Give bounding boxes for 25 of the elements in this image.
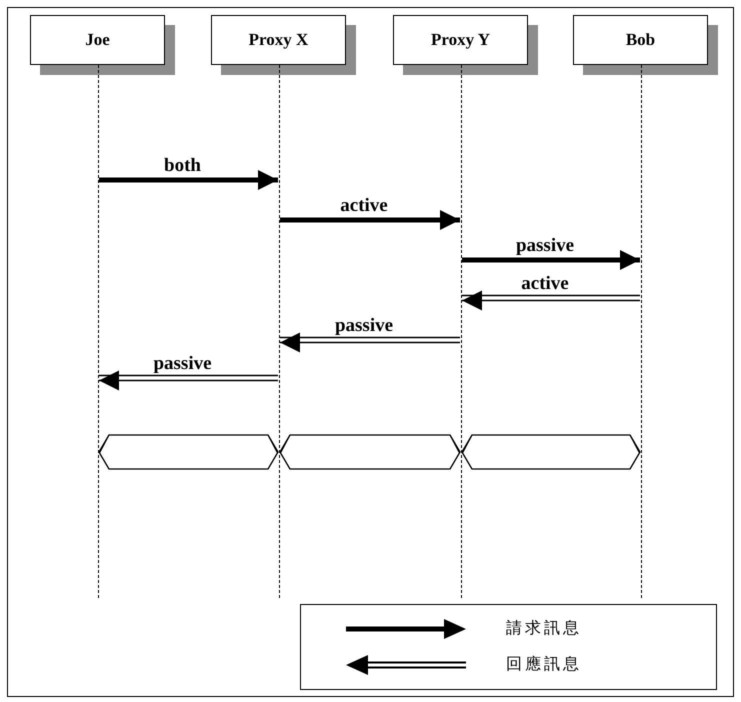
participant-box bbox=[211, 15, 346, 65]
participant-box bbox=[393, 15, 528, 65]
edge-label: passive bbox=[514, 236, 576, 256]
lifeline bbox=[278, 65, 280, 598]
participant-name: Bob bbox=[626, 29, 656, 52]
participant-name: Proxy Y bbox=[430, 29, 490, 52]
arrow bbox=[99, 170, 278, 190]
participant-box bbox=[30, 15, 165, 65]
edge-label: passive bbox=[151, 354, 214, 374]
arrow bbox=[280, 210, 460, 230]
participant-box bbox=[573, 15, 708, 65]
double-headed-arrow bbox=[98, 434, 279, 470]
arrow bbox=[279, 332, 461, 352]
participant-name: Joe bbox=[85, 29, 110, 52]
legend-label: 請求訊息 bbox=[506, 618, 582, 639]
edge-label: passive bbox=[332, 316, 396, 336]
lifeline bbox=[460, 65, 462, 598]
participant-name: Proxy X bbox=[248, 29, 308, 52]
lifeline bbox=[640, 65, 642, 598]
arrow bbox=[462, 250, 640, 270]
double-headed-arrow bbox=[461, 434, 641, 470]
double-headed-arrow bbox=[279, 434, 461, 470]
arrow bbox=[98, 370, 279, 390]
arrow bbox=[461, 290, 641, 310]
legend-label: 回應訊息 bbox=[506, 654, 582, 675]
